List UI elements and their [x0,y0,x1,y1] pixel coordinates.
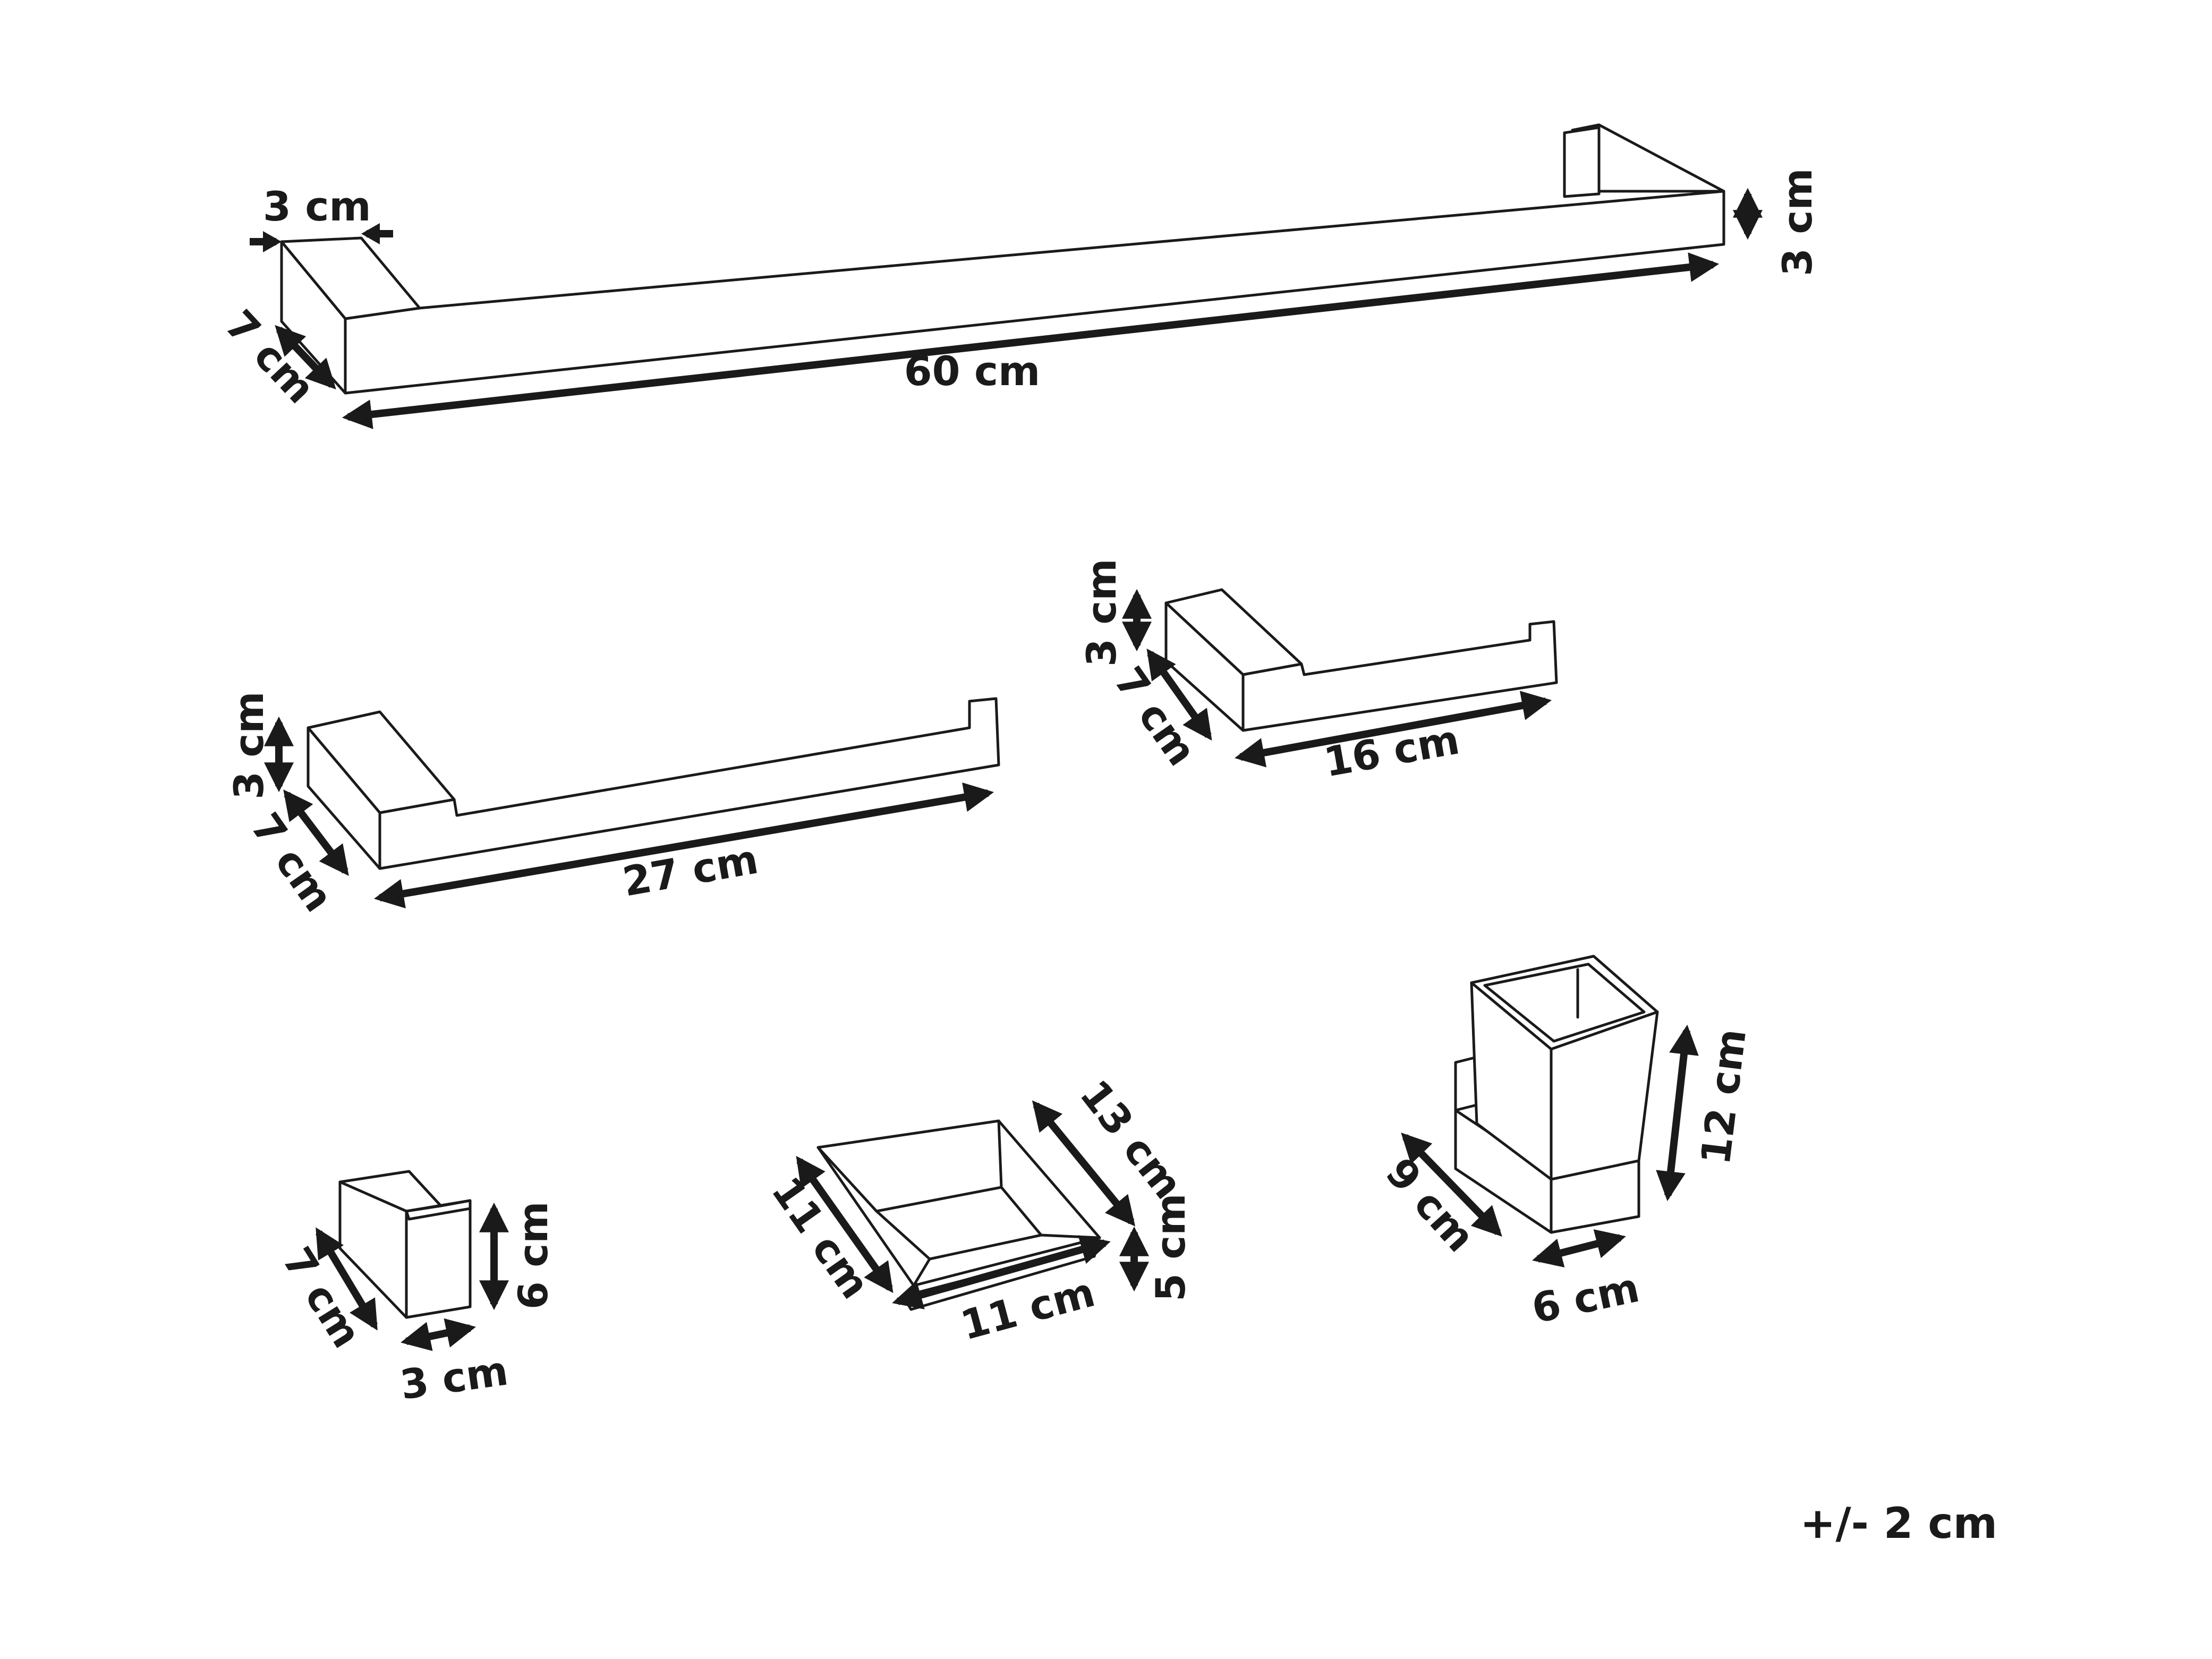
paper-holder-dim-3cm: 3 cm [1078,558,1152,667]
robe-hook-label-height: 6 cm [509,1201,557,1309]
towel-bar-dim-60cm: 60 cm [342,252,1720,429]
robe-hook-dim-3cm: 3 cm [397,1318,511,1409]
robe-hook-dim-6cm: 6 cm [479,1201,557,1311]
towel-bar-label-width: 3 cm [263,183,371,230]
towel-bar-label-height: 3 cm [1774,168,1821,276]
towel-bar-dim-3cm-top: 3 cm [250,183,393,252]
paper-holder-label-height: 3 cm [1078,558,1125,667]
towel-holder-medium-outline [307,697,1000,870]
soap-dish-dim-5cm: 5 cm [1119,1193,1194,1301]
towel-holder-medium-dim-3cm: 3 cm [225,691,294,799]
robe-hook-label-width: 3 cm [397,1347,511,1408]
soap-dish-label-width: 13 cm [1071,1071,1192,1207]
tumbler-holder-dim-12cm: 12 cm [1656,1024,1756,1202]
tolerance-note: +/- 2 cm [1800,1499,1997,1548]
tumbler-holder-dim-6cm: 6 cm [1528,1229,1644,1332]
tumbler-holder-label-height: 12 cm [1692,1026,1756,1167]
tumbler-holder-outline [1454,955,1659,1234]
towel-bar-label-length: 60 cm [904,347,1040,395]
towel-holder-medium-label-depth: 7 cm [242,804,343,920]
towel-bar-dim-3cm-height: 3 cm [1733,168,1821,276]
tumbler-holder-label-width: 6 cm [1528,1264,1644,1332]
towel-holder-medium-label-height: 3 cm [225,691,273,799]
soap-dish-label-height: 5 cm [1147,1193,1194,1301]
